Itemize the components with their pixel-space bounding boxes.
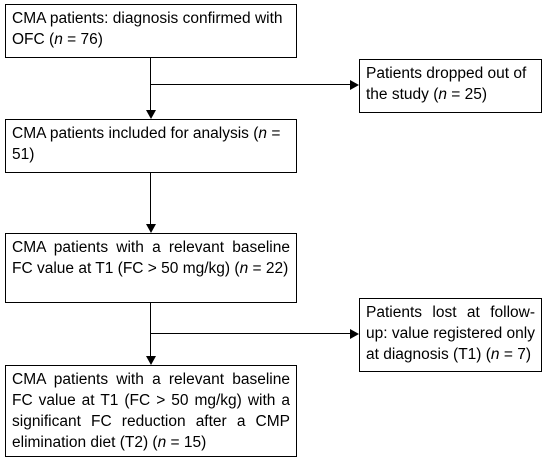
- box-text-pre: Patients dropped out of the study (: [366, 65, 527, 103]
- n-symbol: n: [490, 346, 500, 363]
- arrow-down-icon: [146, 110, 156, 119]
- box-text-post: = 22): [248, 260, 289, 277]
- box-text-post: = 25): [447, 86, 488, 103]
- n-symbol: n: [438, 86, 447, 103]
- box-text-pre: CMA patients: diagnosis confirmed with O…: [12, 10, 283, 48]
- arrow-right-icon: [350, 329, 359, 339]
- box-text-pre: CMA patients with a relevant baseline FC…: [12, 239, 290, 277]
- box-text-post: = 15): [166, 434, 207, 451]
- arrow-down-icon: [146, 356, 156, 365]
- box-text-pre: Patients lost at follow-up: value regist…: [366, 304, 535, 363]
- n-symbol: n: [239, 260, 249, 277]
- connector-line-3: [150, 303, 151, 356]
- box-text-pre: CMA patients with a relevant baseline FC…: [12, 371, 290, 451]
- n-symbol: n: [157, 434, 167, 451]
- box-relevant-baseline: CMA patients with a relevant baseline FC…: [5, 233, 297, 303]
- box-included-analysis: CMA patients included for analysis (n = …: [5, 119, 297, 173]
- box-diagnosis-confirmed: CMA patients: diagnosis confirmed with O…: [5, 4, 297, 58]
- box-text-pre: CMA patients included for analysis (: [12, 125, 259, 142]
- box-text-post: = 76): [62, 31, 103, 48]
- arrow-down-icon: [146, 224, 156, 233]
- branch-line-2: [150, 333, 350, 334]
- box-text-post: = 51): [12, 125, 281, 163]
- box-significant-reduction: CMA patients with a relevant baseline FC…: [5, 365, 297, 457]
- branch-line-1: [150, 84, 350, 85]
- connector-line-2: [150, 173, 151, 224]
- box-lost-follow-up: Patients lost at follow-up: value regist…: [359, 298, 542, 372]
- box-text-post: = 7): [499, 346, 531, 363]
- box-dropped-out: Patients dropped out of the study (n = 2…: [359, 59, 542, 113]
- n-symbol: n: [258, 125, 268, 142]
- arrow-right-icon: [350, 80, 359, 90]
- n-symbol: n: [54, 31, 63, 48]
